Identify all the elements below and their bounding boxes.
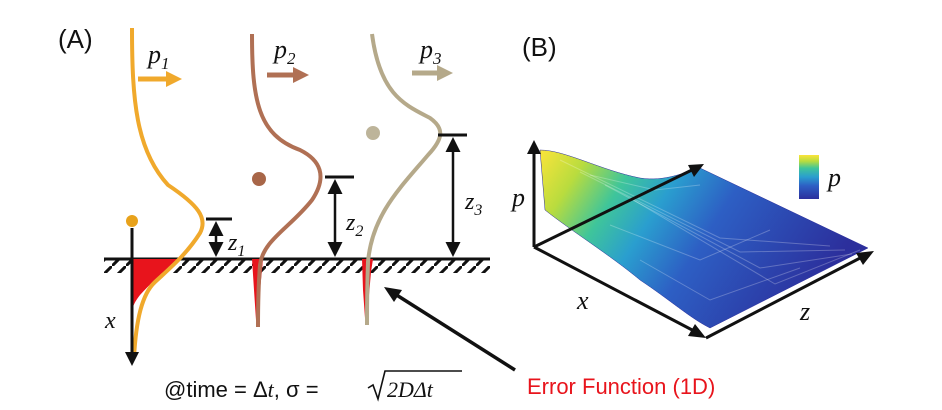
axis-z-back: [533, 164, 704, 249]
axis-x-label: x: [576, 286, 589, 315]
depth-axis-label: x: [104, 308, 116, 334]
sqrt-sign: [367, 370, 462, 402]
height-indicator-1: [206, 217, 232, 257]
axis-z: [705, 251, 874, 340]
svg-text:@time = Δt, σ =: @time = Δt, σ =: [164, 377, 319, 402]
error-function-fill-1: [131, 259, 178, 307]
particle-3: [366, 126, 380, 140]
particle-2: [252, 172, 266, 186]
momentum-label-3: p3: [418, 35, 442, 68]
height-label-2: z2: [345, 210, 363, 240]
wave-packet-1: [130, 27, 205, 359]
axis-p: [527, 140, 541, 247]
depth-axis: [125, 260, 139, 366]
height-indicator-2: [325, 175, 354, 257]
height-label-3: z3: [464, 189, 482, 219]
colorbar: [799, 155, 819, 199]
momentum-arrow-2: [267, 67, 309, 83]
panel-b-label: (B): [522, 32, 557, 62]
caption: @time = Δt, σ = 2DΔt: [164, 370, 462, 402]
wave-packet-2: [250, 33, 323, 328]
error-function-label: Error Function (1D): [527, 374, 715, 399]
wave-packet-3: [365, 33, 443, 326]
height-label-1: z1: [227, 230, 245, 260]
probability-surface: [539, 149, 869, 329]
caption-prefix: @time = Δ: [164, 377, 268, 402]
momentum-arrow-3: [412, 65, 453, 81]
axis-x: [533, 245, 706, 338]
caption-sigma: , σ =: [274, 377, 319, 402]
axis-p-label: p: [510, 183, 525, 212]
caption-sqrt-body: 2DΔt: [387, 377, 434, 402]
momentum-label-1: p1: [146, 40, 170, 73]
error-function-arrow: [384, 287, 516, 372]
momentum-arrow-1: [138, 71, 182, 87]
axis-z-label: z: [799, 297, 810, 326]
colorbar-label: p: [826, 163, 841, 192]
caption-t: t: [268, 377, 275, 402]
particle-1: [126, 215, 138, 227]
momentum-label-2: p2: [272, 35, 296, 68]
height-indicator-3: [438, 133, 467, 257]
panel-a-label: (A): [58, 24, 93, 54]
